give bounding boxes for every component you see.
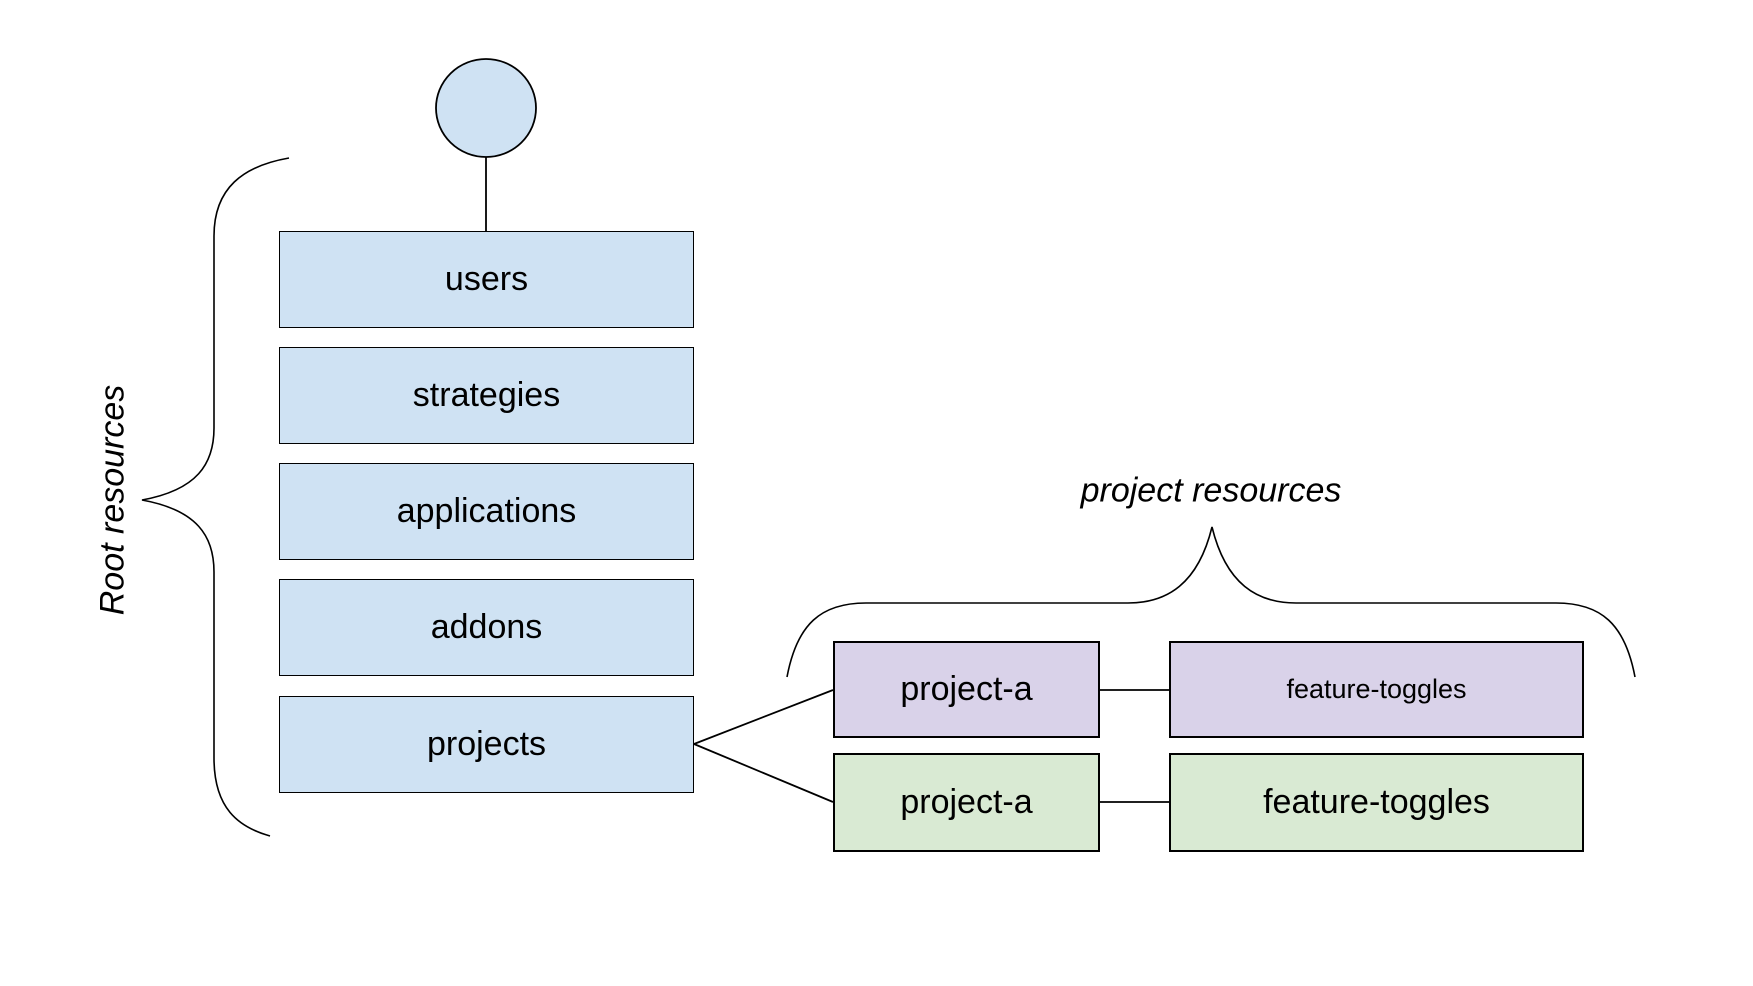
root-resources-label: Root resources	[93, 384, 132, 616]
node-feature-toggles-row2: feature-toggles	[1169, 753, 1584, 852]
node-addons: addons	[279, 579, 694, 676]
root-node-circle	[435, 58, 537, 158]
project-resources-label: project resources	[1080, 471, 1342, 510]
node-users: users	[279, 231, 694, 328]
node-strategies: strategies	[279, 347, 694, 444]
projects-to-row2-line	[693, 743, 834, 803]
node-applications: applications	[279, 463, 694, 560]
node-feature-toggles-row1: feature-toggles	[1169, 641, 1584, 738]
node-project-a-row1: project-a	[833, 641, 1100, 738]
node-project-a-row2: project-a	[833, 753, 1100, 852]
node-projects: projects	[279, 696, 694, 793]
project-resources-brace	[786, 526, 1636, 678]
root-resources-brace	[141, 157, 290, 837]
projects-to-row1-line	[693, 689, 834, 745]
